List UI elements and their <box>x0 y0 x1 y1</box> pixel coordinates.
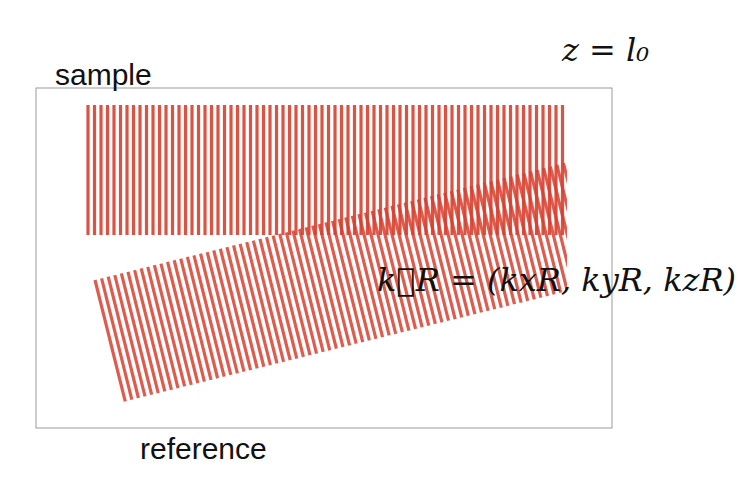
wavefront <box>203 105 206 235</box>
beam-name: reference <box>140 434 267 464</box>
wavefront <box>242 105 245 235</box>
wavefront <box>197 105 200 235</box>
wavefront <box>106 105 109 235</box>
wavefront <box>119 105 122 235</box>
wavefront <box>346 105 349 235</box>
wavefront <box>301 105 304 235</box>
wavefront <box>431 105 434 235</box>
wavefront <box>171 105 174 235</box>
wavefront <box>164 105 167 235</box>
wavefront <box>210 105 213 235</box>
wavefront <box>86 105 89 235</box>
wavefront <box>294 105 297 235</box>
wavefront <box>320 105 323 235</box>
wavefront <box>340 105 343 235</box>
wavefront <box>223 105 226 235</box>
wavefront <box>132 105 135 235</box>
wavefront <box>262 105 265 235</box>
wavefront <box>288 105 291 235</box>
wavefront <box>268 105 271 235</box>
wavefront <box>229 105 232 235</box>
wavefront <box>190 105 193 235</box>
wavefront <box>216 105 219 235</box>
wavefront <box>515 105 518 235</box>
wavefront <box>418 105 421 235</box>
wavefront <box>236 105 239 235</box>
wavefront <box>333 105 336 235</box>
wave-vector: k⃗R = (kxR, kyR, kzR) <box>377 264 736 296</box>
beam-name: sample <box>55 60 152 90</box>
wavefront <box>314 105 317 235</box>
wavefront <box>158 105 161 235</box>
wavefront <box>151 105 154 235</box>
wavefront <box>125 105 128 235</box>
wavefront <box>177 105 180 235</box>
wavefront <box>112 105 115 235</box>
wavefront <box>522 105 525 235</box>
wavefront <box>307 105 310 235</box>
wavefront <box>327 105 330 235</box>
wavefront <box>249 105 252 235</box>
frame <box>36 88 612 428</box>
wavefront <box>184 105 187 235</box>
wavefront <box>145 105 148 235</box>
wavefront <box>138 105 141 235</box>
wavefront <box>509 105 512 235</box>
wavefront <box>281 105 284 235</box>
plane-position: z = l₀ <box>562 34 649 66</box>
wavefront <box>353 105 356 235</box>
wavefront <box>275 105 278 235</box>
wavefront <box>93 105 96 235</box>
wavefront <box>424 105 427 235</box>
wavefront <box>99 105 102 235</box>
wavefront <box>255 105 258 235</box>
